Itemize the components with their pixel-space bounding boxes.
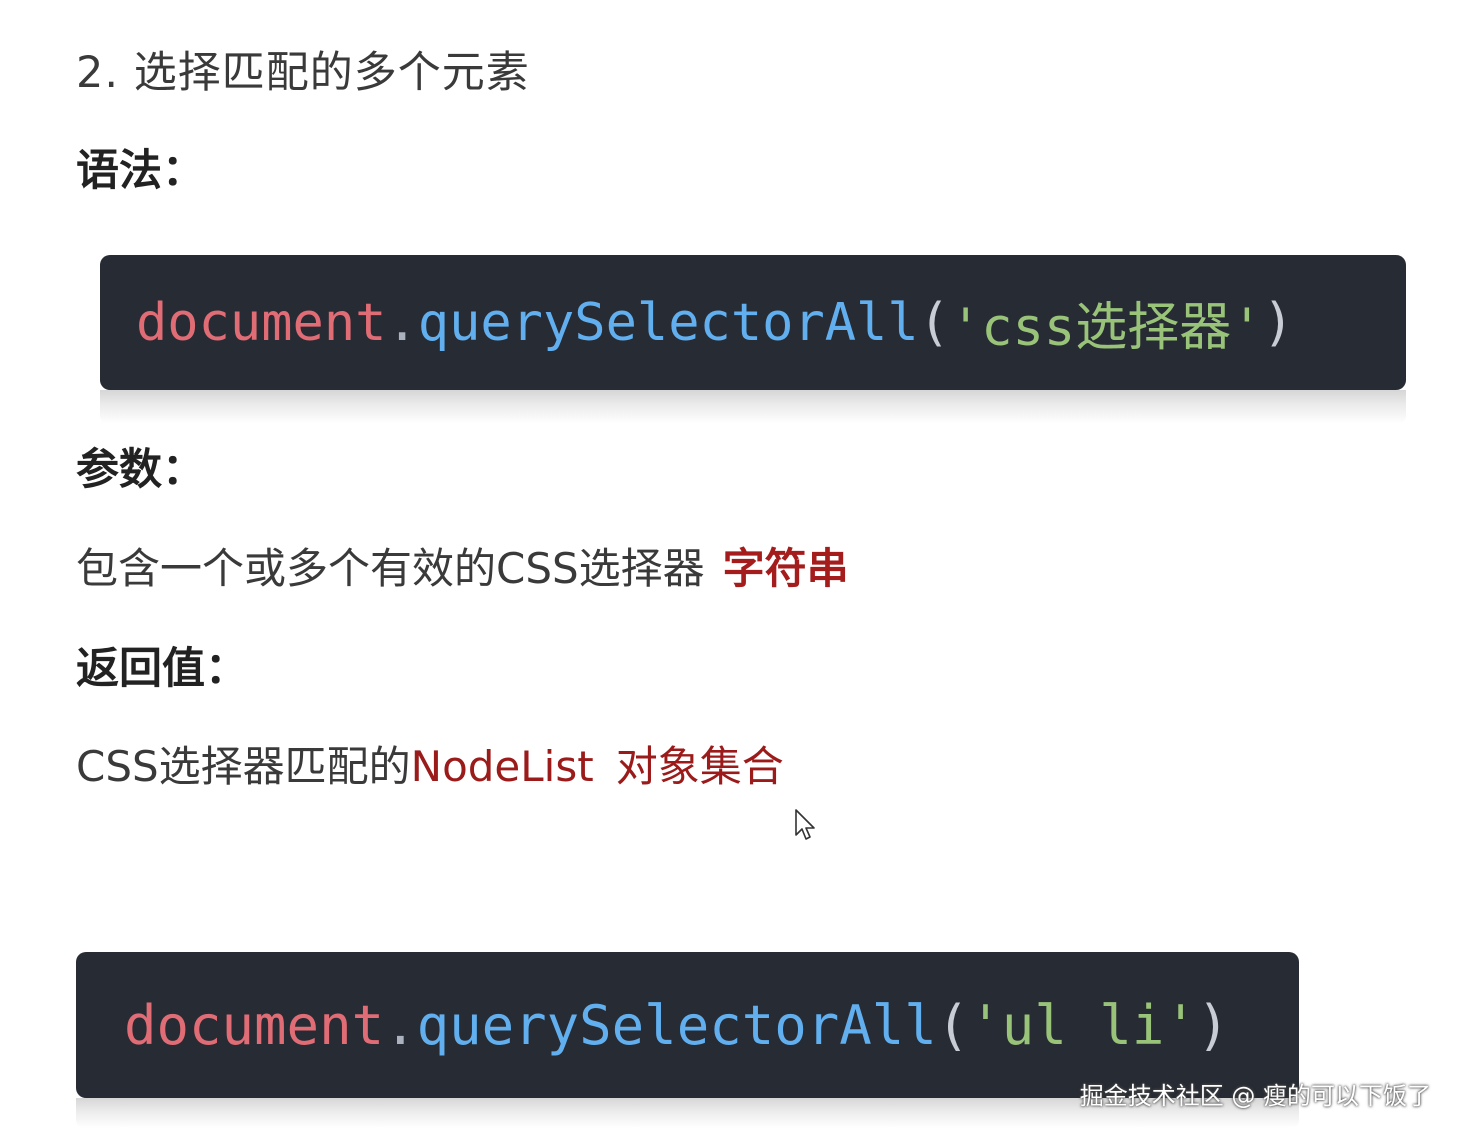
mouse-pointer-icon (795, 809, 815, 840)
code-open-paren: ( (936, 993, 970, 1057)
syntax-code-shadow (100, 390, 1406, 424)
syntax-code-block: document.querySelectorAll('css选择器') (100, 255, 1406, 390)
returns-heading: 返回值： (76, 644, 248, 694)
code-object: document (124, 993, 385, 1057)
example-code-wrap: document.querySelectorAll('ul li') (76, 952, 1299, 1128)
params-text: 包含一个或多个有效的CSS选择器字符串 (76, 540, 849, 598)
returns-text: CSS选择器匹配的NodeList 对象集合 (76, 738, 784, 796)
code-open-paren: ( (918, 292, 950, 353)
watermark: 掘金技术社区 @ 瘦的可以下饭了 (1079, 1082, 1431, 1110)
syntax-heading: 语法： (76, 146, 205, 196)
code-method: querySelectorAll (416, 993, 937, 1057)
example-code-block: document.querySelectorAll('ul li') (76, 952, 1299, 1098)
returns-nodelist: NodeList (410, 742, 594, 791)
params-emphasis: 字符串 (722, 544, 849, 593)
syntax-code-wrap: document.querySelectorAll('css选择器') (100, 255, 1406, 424)
returns-suffix: 对象集合 (615, 742, 784, 791)
code-dot: . (386, 292, 418, 353)
code-argument: 'ul li' (969, 993, 1197, 1057)
example-code-shadow (76, 1098, 1299, 1128)
code-close-paren: ) (1196, 993, 1230, 1057)
section-title: 2. 选择匹配的多个元素 (76, 48, 530, 98)
params-description: 包含一个或多个有效的CSS选择器 (76, 544, 705, 593)
code-dot: . (384, 993, 417, 1057)
code-close-paren: ) (1262, 292, 1294, 353)
code-method: querySelectorAll (417, 292, 919, 353)
code-object: document (136, 292, 387, 353)
code-argument: 'css选择器' (949, 298, 1263, 358)
returns-prefix: CSS选择器匹配的 (76, 742, 411, 791)
params-heading: 参数： (76, 445, 205, 495)
